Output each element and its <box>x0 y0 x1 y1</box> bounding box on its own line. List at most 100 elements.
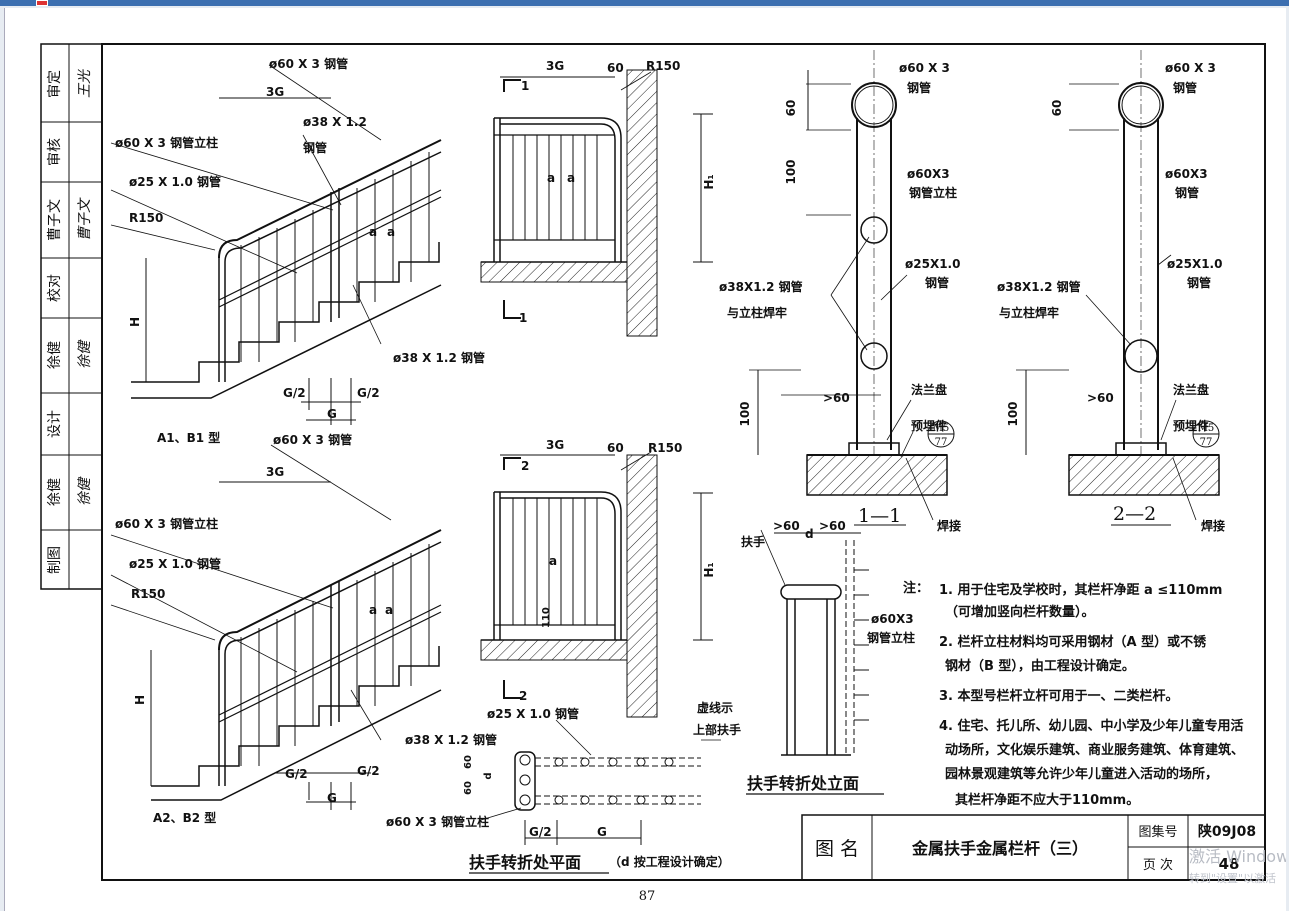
section-1-1-title: 1—1 <box>858 505 901 527</box>
sidebar-verify: 校对 <box>46 274 63 302</box>
label-s11-100: 100 <box>784 159 798 184</box>
page-label: 页 次 <box>1143 857 1173 873</box>
page-number-box: 48 <box>1219 855 1240 873</box>
drawing-labels: ø60 X 3 钢管 3G ø38 X 1.2 钢管 ø60 X 3 钢管立柱 … <box>115 56 1225 872</box>
signature-sidebar: 审定 王光 审核 曹子文 曹子文 校对 徐健 徐健 设计 徐健 徐健 制图 <box>40 43 103 590</box>
label-s22-p60a: ø60 X 3 <box>1165 61 1216 75</box>
label-3g-a1: 3G <box>266 85 284 99</box>
label-pipe25-a2: ø25 X 1.0 钢管 <box>129 556 221 571</box>
note-2a: 2. 栏杆立柱材料均可采用钢材（A 型）或不锈 <box>939 634 1207 650</box>
label-s22-pipea: ø60X3 <box>1165 167 1208 181</box>
close-icon[interactable] <box>36 0 48 6</box>
label-handrail: 扶手 <box>741 534 765 549</box>
stair-elevation-a2 <box>110 444 442 810</box>
elev-title: 扶手转折处立面 <box>747 774 859 793</box>
label-ghalf2-a1: G/2 <box>357 386 380 400</box>
note-4a: 4. 住宅、托儿所、幼儿园、中小学及少年儿童专用活 <box>939 718 1244 734</box>
label-dashed-upper-b: 上部扶手 <box>693 722 741 737</box>
label-a-s1: a <box>547 171 555 185</box>
label-elev-post-b: 钢管立柱 <box>867 630 915 645</box>
label-s22-p38a: ø38X1.2 钢管 <box>997 279 1081 294</box>
label-s11-p25a: ø25X1.0 <box>905 257 960 271</box>
label-s11-m5: M5 <box>933 423 950 434</box>
label-sec1-bottom: 1 <box>519 311 527 325</box>
label-post60-a1: ø60 X 3 钢管立柱 <box>115 135 218 150</box>
label-type-a2: A2、B2 型 <box>153 810 216 825</box>
label-pipe60-a2: ø60 X 3 钢管 <box>273 432 352 447</box>
label-pipe25-plan: ø25 X 1.0 钢管 <box>487 706 579 721</box>
label-s22-100: 100 <box>1006 401 1020 426</box>
label-h1-s2: H₁ <box>702 562 716 577</box>
label-pipe60-a1: ø60 X 3 钢管 <box>269 56 348 71</box>
label-3g-s2: 3G <box>546 438 564 452</box>
title-block-text: 图 名 金属扶手金属栏杆（三） 图集号 陕09J08 页 次 48 <box>815 823 1256 873</box>
label-ghalf-plan: G/2 <box>529 825 552 839</box>
label-s22-p25a: ø25X1.0 <box>1167 257 1222 271</box>
label-s22-p38b: 与立柱焊牢 <box>999 305 1059 320</box>
label-pipe25-a1: ø25 X 1.0 钢管 <box>129 174 221 189</box>
section-2-2-title: 2—2 <box>1113 503 1156 525</box>
label-sec2-bottom: 2 <box>519 689 527 703</box>
label-d-plan: d <box>483 772 494 779</box>
label-h-a2: H <box>133 695 147 705</box>
label-s22-p60b: 钢管 <box>1173 80 1197 95</box>
label-3g-s1: 3G <box>546 59 564 73</box>
label-elev-post-a: ø60X3 <box>871 612 914 626</box>
sidebar-design-name: 徐健 <box>47 341 63 369</box>
section-1-1-detail <box>749 50 955 526</box>
label-s22-gt60: >60 <box>1087 391 1114 405</box>
activation-watermark: 激活 Windows <box>1189 847 1286 866</box>
label-s11-embed: 预埋件 <box>911 418 947 433</box>
sidebar-design: 设计 <box>47 410 63 438</box>
sidebar-proof-name: 曹子文 <box>47 199 63 241</box>
label-g-a1: G <box>327 407 337 421</box>
note-3: 3. 本型号栏杆立杆可用于一、二类栏杆。 <box>939 688 1179 704</box>
label-s11-p60a: ø60 X 3 <box>899 61 950 75</box>
label-sec2-top: 2 <box>521 459 529 473</box>
label-s11-p25b: 钢管 <box>925 275 949 290</box>
drawing-title: 金属扶手金属栏杆（三） <box>911 839 1088 858</box>
sidebar-draw-name: 徐健 <box>47 478 63 506</box>
label-ghalf-a2: G/2 <box>285 767 308 781</box>
label-gt60-a: >60 <box>773 519 800 533</box>
note-1a: 1. 用于住宅及学校时，其栏杆净距 a ≤110mm <box>939 582 1222 598</box>
viewer-title-bar <box>0 0 1289 6</box>
label-s11-p60b: 钢管 <box>907 80 931 95</box>
label-gt60-b: >60 <box>819 519 846 533</box>
sidebar-draw: 制图 <box>47 546 63 574</box>
label-r150-a1: R150 <box>129 211 163 225</box>
section-2-view <box>480 451 713 718</box>
stair-elevation-a1 <box>110 64 442 425</box>
title-name-label: 图 名 <box>815 838 859 860</box>
label-pipe38-a1: ø38 X 1.2 <box>303 115 367 129</box>
section-1-view <box>480 69 713 337</box>
drawing-canvas: 审定 王光 审核 曹子文 曹子文 校对 徐健 徐健 设计 徐健 徐健 制图 <box>40 43 1286 904</box>
drawing-sheet: 审定 王光 审核 曹子文 曹子文 校对 徐健 徐健 设计 徐健 徐健 制图 <box>4 8 1286 911</box>
sheet-page-number: 87 <box>639 889 656 904</box>
label-sec1-top: 1 <box>521 79 529 93</box>
label-g-plan: G <box>597 825 607 839</box>
label-g-a2: G <box>327 791 337 805</box>
label-s22-flange: 法兰盘 <box>1173 382 1209 397</box>
label-pipe38b-a1: 钢管 <box>303 140 327 155</box>
title-block <box>801 814 1266 881</box>
label-s22-embed: 预埋件 <box>1173 418 1209 433</box>
label-dashed-upper-a: 虚线示 <box>697 700 733 715</box>
label-s22-p25b: 钢管 <box>1187 275 1211 290</box>
label-s11-posta: ø60X3 <box>907 167 950 181</box>
label-s11-gt60: >60 <box>823 391 850 405</box>
label-pipe38-full-a2: ø38 X 1.2 钢管 <box>405 732 497 747</box>
label-s11-100b: 100 <box>738 401 752 426</box>
label-s22-60: 60 <box>1050 100 1064 117</box>
atlas-label: 图集号 <box>1138 824 1177 840</box>
sidebar-approve: 审定 <box>47 70 63 98</box>
sidebar-approve-sign: 王光 <box>77 69 93 98</box>
label-post-plan: ø60 X 3 钢管立柱 <box>386 814 489 829</box>
label-r150-s1: R150 <box>646 59 680 73</box>
section-2-2-detail <box>1016 50 1220 526</box>
sidebar-design-sign: 徐健 <box>77 339 93 369</box>
label-110-s2: 110 <box>541 607 552 628</box>
label-s11-postb: 钢管立柱 <box>909 185 957 200</box>
label-s11-flange: 法兰盘 <box>911 382 947 397</box>
label-r150-a2: R150 <box>131 587 165 601</box>
